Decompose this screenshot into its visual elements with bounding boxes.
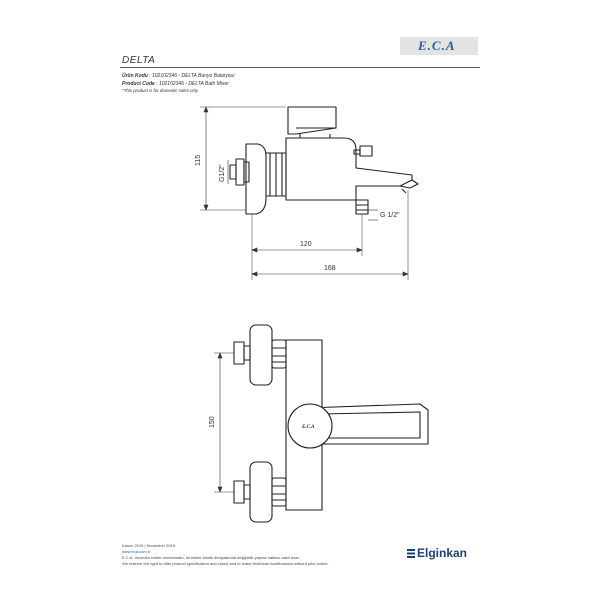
side-eccentric-end [229, 164, 237, 180]
dim-168: 168 [324, 265, 336, 272]
dim-120: 120 [300, 241, 312, 248]
product-code-en-label: Product Code [122, 81, 155, 87]
side-handle [287, 106, 337, 135]
front-flange-top [249, 324, 273, 386]
dim-g12-spout: G 1/2" [380, 212, 400, 219]
side-shower-outlet [355, 199, 369, 215]
side-spout-tip [399, 179, 419, 189]
eca-logo: E.C.A [400, 37, 478, 55]
footer-url[interactable]: www.eca.com.tr [122, 549, 151, 554]
header-divider [120, 67, 480, 68]
elginkan-text: Elginkan [417, 546, 468, 560]
product-code-tr-value: : 102102346 - DELTA Banyo Bataryası [149, 73, 235, 79]
product-code-tr: Ürün Kodu : 102102346 - DELTA Banyo Bata… [122, 73, 235, 79]
product-code-tr-label: Ürün Kodu [122, 73, 148, 79]
front-flange-bottom [249, 461, 273, 523]
footer-date: Kasım 2015 | November 2015 [122, 543, 176, 548]
front-handle-logo: E.C.A [301, 425, 315, 430]
product-code-en: Product Code : 102102346 - DELTA Bath Mi… [122, 81, 229, 87]
front-connector-bottom [271, 477, 287, 507]
dim-g12-vertical: G1/2" [219, 164, 226, 182]
front-handle-cap [287, 403, 333, 449]
elginkan-stripes-icon [407, 549, 415, 558]
side-wall-flange [245, 143, 267, 215]
side-body [285, 137, 413, 201]
front-eccentric-top [233, 341, 245, 365]
domestic-note: *This product is for domestic sales only [122, 88, 199, 93]
dim-150: 150 [209, 416, 216, 428]
eca-logo-text: E.C.A [418, 38, 456, 53]
side-eccentric-pipe [243, 161, 250, 183]
side-diverter [359, 145, 373, 157]
front-connector-top [271, 339, 287, 369]
side-eccentric-nut [235, 158, 245, 186]
elginkan-logo: Elginkan [407, 546, 467, 560]
footer-note-tr: E.C.A. önceden haber vermeksizin, ürünle… [122, 555, 300, 560]
page-title: DELTA [122, 55, 156, 66]
product-code-en-value: : 102102346 - DELTA Bath Mixer [156, 81, 229, 87]
dim-115: 115 [195, 155, 202, 166]
front-eccentric-bottom [233, 480, 245, 504]
footer-note-en: We reserve the right to alter product sp… [122, 561, 329, 566]
